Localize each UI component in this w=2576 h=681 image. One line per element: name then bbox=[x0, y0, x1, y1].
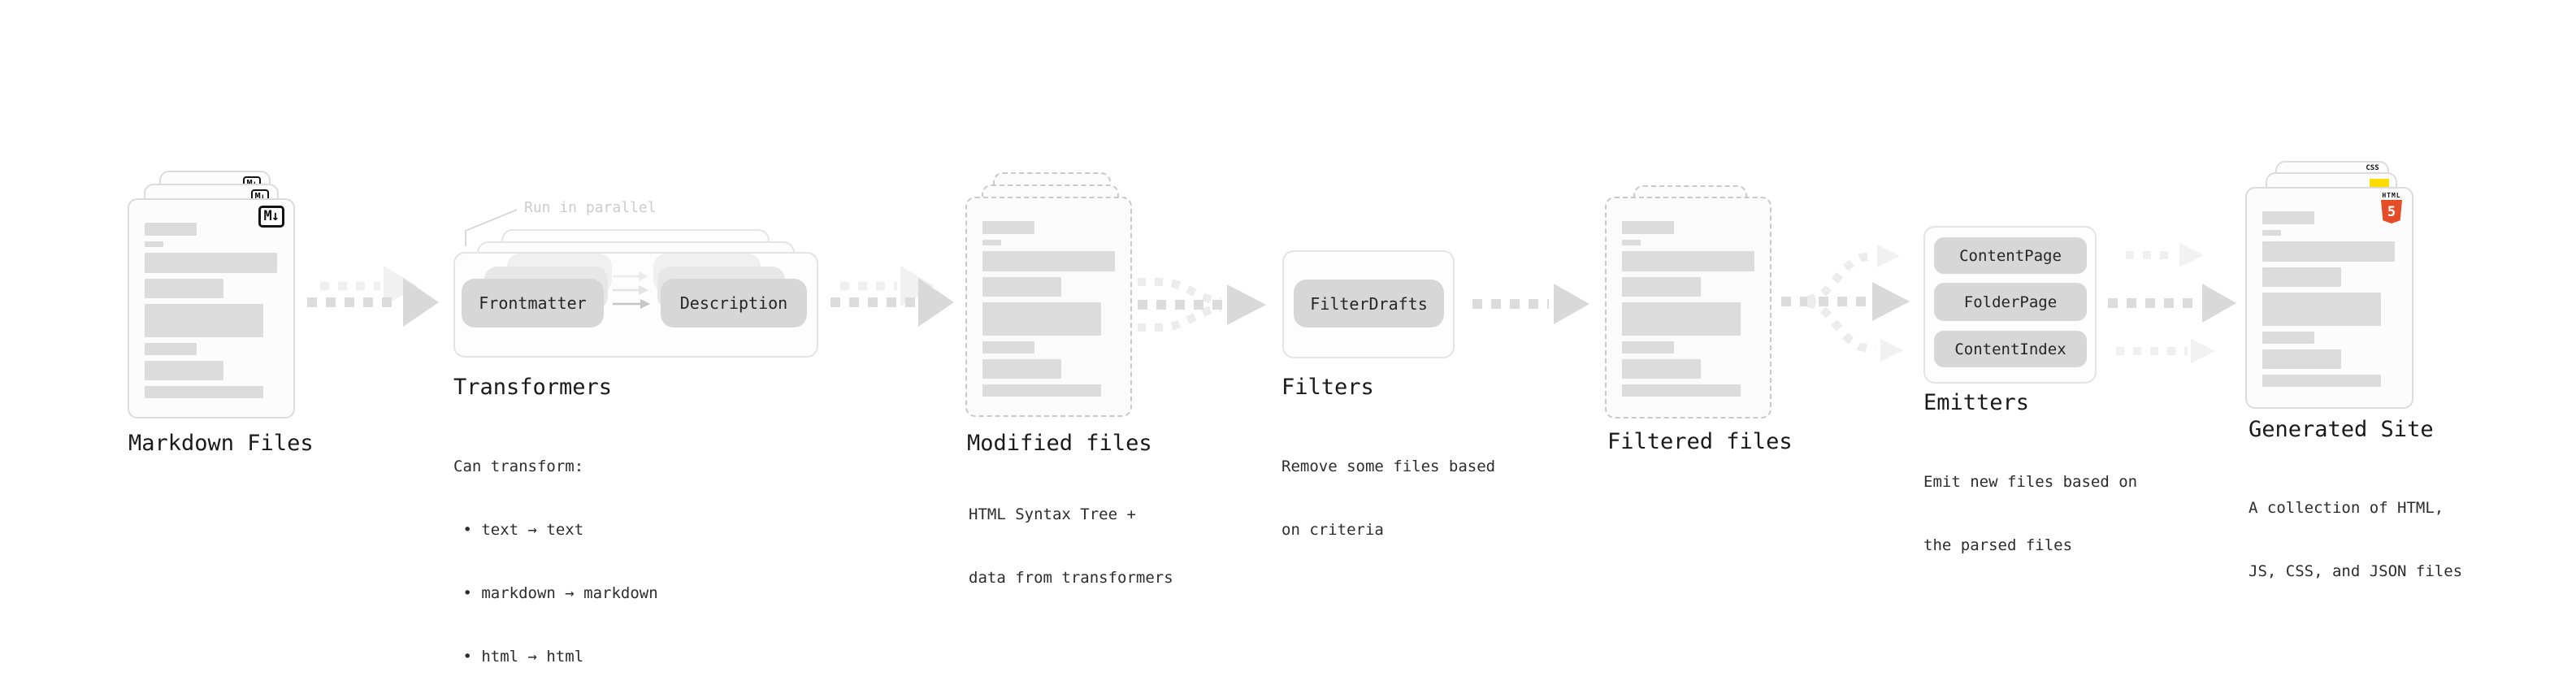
generated-site-description: A collection of HTML, JS, CSS, and JSON … bbox=[2249, 455, 2462, 624]
doc-content-bar bbox=[145, 241, 163, 247]
doc-content-bar bbox=[145, 253, 277, 273]
doc-content-bar bbox=[1622, 251, 1754, 271]
arrow-transformers-to-modified bbox=[830, 266, 954, 327]
contentindex-pill: ContentIndex bbox=[1934, 331, 2087, 367]
markdown-icon: M↓ bbox=[258, 206, 284, 228]
node-generated-site: CSS HTML 5 bbox=[2245, 161, 2413, 421]
emitters-label: Emitters bbox=[1923, 390, 2030, 415]
doc-content-bar bbox=[145, 279, 223, 298]
markdown-doc-card-front: M↓ bbox=[128, 198, 295, 419]
doc-content-placeholder bbox=[1607, 198, 1770, 397]
filters-label: Filters bbox=[1281, 375, 1374, 400]
modified-doc-card-front bbox=[965, 197, 1132, 417]
doc-content-bar bbox=[982, 277, 1061, 297]
frontmatter-pill: Frontmatter bbox=[462, 279, 604, 327]
html5-icon: HTML 5 bbox=[2381, 193, 2402, 223]
desc-line: Remove some files based bbox=[1281, 458, 1496, 475]
doc-content-bar bbox=[145, 223, 197, 236]
html5-icon-word: HTML bbox=[2382, 192, 2401, 199]
markdown-files-label: Markdown Files bbox=[128, 431, 314, 456]
desc-line: • html → html bbox=[453, 648, 584, 666]
doc-content-placeholder bbox=[129, 200, 293, 398]
desc-line: • markdown → markdown bbox=[453, 584, 658, 602]
doc-content-bar bbox=[145, 386, 263, 398]
run-in-parallel-annotation: Run in parallel bbox=[524, 199, 657, 216]
description-pill: Description bbox=[661, 279, 807, 327]
desc-line: data from transformers bbox=[969, 569, 1173, 587]
doc-content-bar bbox=[1622, 302, 1741, 336]
arrow-filters-to-filtered bbox=[1472, 284, 1589, 324]
node-markdown-files: M↓ M↓ M↓ bbox=[128, 171, 295, 431]
doc-content-bar bbox=[1622, 359, 1701, 379]
doc-content-bar bbox=[145, 361, 223, 380]
doc-content-bar bbox=[982, 240, 1001, 245]
desc-line: JS, CSS, and JSON files bbox=[2249, 562, 2463, 580]
doc-content-bar bbox=[982, 221, 1034, 234]
arrow-filtered-to-emitters-fanout bbox=[1781, 245, 1910, 362]
emitters-description: Emit new files based on the parsed files bbox=[1923, 429, 2137, 598]
transformers-label: Transformers bbox=[453, 375, 613, 400]
node-filtered-files bbox=[1605, 185, 1772, 429]
generated-doc-card-html: HTML 5 bbox=[2245, 187, 2413, 409]
desc-line: the parsed files bbox=[1923, 536, 2073, 554]
contentpage-pill: ContentPage bbox=[1934, 237, 2087, 274]
desc-line: A collection of HTML, bbox=[2249, 499, 2444, 517]
desc-line: • text → text bbox=[453, 521, 584, 539]
doc-content-bar bbox=[982, 384, 1101, 397]
doc-content-bar bbox=[1622, 277, 1701, 297]
doc-content-bar bbox=[982, 341, 1034, 354]
transformers-description: Can transform: • text → text • markdown … bbox=[453, 414, 658, 681]
doc-content-bar bbox=[2262, 230, 2281, 236]
doc-content-bar bbox=[982, 302, 1101, 336]
doc-content-bar bbox=[1622, 221, 1674, 234]
modified-files-label: Modified files bbox=[967, 431, 1152, 456]
doc-content-bar bbox=[2262, 349, 2341, 369]
doc-content-bar bbox=[982, 359, 1061, 379]
doc-content-bar bbox=[2262, 211, 2314, 224]
doc-content-placeholder bbox=[967, 198, 1130, 397]
desc-line: Can transform: bbox=[453, 458, 584, 475]
modified-files-description: HTML Syntax Tree + data from transformer… bbox=[969, 462, 1173, 631]
doc-content-bar bbox=[145, 343, 197, 355]
doc-content-bar bbox=[145, 304, 263, 337]
node-modified-files bbox=[965, 172, 1132, 432]
desc-line: on criteria bbox=[1281, 521, 1384, 539]
doc-content-bar bbox=[2262, 267, 2341, 287]
doc-content-bar bbox=[2262, 241, 2395, 262]
doc-content-bar bbox=[1622, 240, 1641, 245]
doc-content-bar bbox=[2262, 293, 2381, 326]
filterdrafts-pill: FilterDrafts bbox=[1294, 280, 1444, 327]
arrow-markdown-to-transformers bbox=[307, 266, 439, 327]
filtered-files-label: Filtered files bbox=[1607, 429, 1793, 454]
doc-content-placeholder bbox=[2247, 189, 2412, 387]
filters-description: Remove some files based on criteria bbox=[1281, 414, 1495, 583]
arrow-emitters-to-generated bbox=[2108, 243, 2236, 363]
doc-content-bar bbox=[982, 251, 1115, 271]
doc-content-bar bbox=[1622, 384, 1741, 397]
html5-icon-shield: 5 bbox=[2381, 200, 2402, 223]
arrow-modified-to-filters-merge bbox=[1138, 278, 1266, 332]
doc-content-bar bbox=[2262, 332, 2314, 344]
doc-content-bar bbox=[1622, 341, 1674, 354]
generated-site-label: Generated Site bbox=[2249, 417, 2434, 442]
desc-line: Emit new files based on bbox=[1923, 473, 2138, 491]
desc-line: HTML Syntax Tree + bbox=[969, 505, 1136, 523]
filtered-doc-card-front bbox=[1605, 197, 1772, 419]
css-icon-text: CSS bbox=[2366, 164, 2379, 172]
folderpage-pill: FolderPage bbox=[1934, 283, 2087, 321]
doc-content-bar bbox=[2262, 375, 2381, 387]
html5-icon-numeral: 5 bbox=[2387, 203, 2396, 220]
